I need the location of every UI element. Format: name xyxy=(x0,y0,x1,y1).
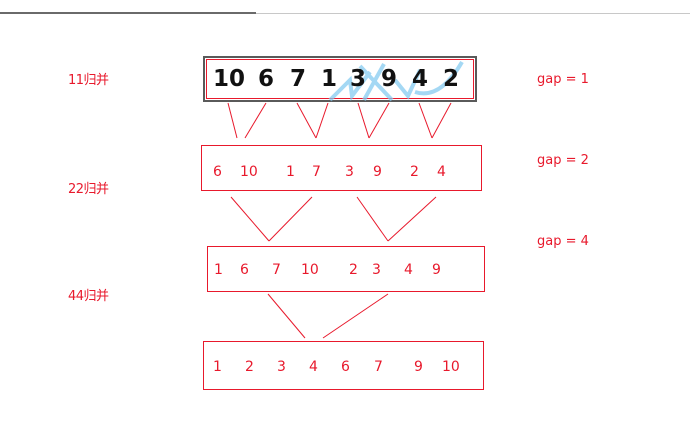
row1-box xyxy=(201,145,482,191)
row1-item: 4 xyxy=(437,164,446,180)
top-divider-dark xyxy=(0,12,256,14)
connector-line xyxy=(296,102,317,139)
label-merge-44: 44归并 xyxy=(68,289,109,304)
connector-line xyxy=(267,293,306,339)
label-gap-1: gap = 1 xyxy=(537,72,589,87)
connector-line xyxy=(227,102,238,139)
row3-item: 3 xyxy=(277,359,286,375)
row3-item: 2 xyxy=(245,359,254,375)
row2-item: 10 xyxy=(301,262,319,278)
row3-item: 4 xyxy=(309,359,318,375)
row3-item: 1 xyxy=(213,359,222,375)
row2-item: 9 xyxy=(432,262,441,278)
connector-line xyxy=(356,196,389,242)
connector-line xyxy=(315,102,329,139)
label-gap-2: gap = 2 xyxy=(537,153,589,168)
row1-item: 7 xyxy=(312,164,321,180)
connector-line xyxy=(431,102,452,139)
top-divider xyxy=(0,13,690,14)
row3-item: 10 xyxy=(442,359,460,375)
row3-item: 6 xyxy=(341,359,350,375)
connector-line xyxy=(418,102,433,139)
row2-item: 1 xyxy=(214,262,223,278)
row1-item: 9 xyxy=(373,164,382,180)
row3-box xyxy=(203,341,484,390)
connector-line xyxy=(230,196,270,242)
connector-line xyxy=(368,102,390,139)
connector-line xyxy=(244,102,267,139)
connector-line xyxy=(268,196,313,242)
row3-item: 9 xyxy=(414,359,423,375)
row1-item: 10 xyxy=(240,164,258,180)
row2-item: 6 xyxy=(240,262,249,278)
row2-item: 2 xyxy=(349,262,358,278)
connector-line xyxy=(357,102,370,139)
connector-line xyxy=(322,293,389,339)
label-gap-4: gap = 4 xyxy=(537,234,589,249)
row0-item: 10 xyxy=(213,66,246,92)
row1-item: 2 xyxy=(410,164,419,180)
row1-item: 1 xyxy=(286,164,295,180)
row0-item: 6 xyxy=(258,66,275,92)
row2-item: 7 xyxy=(272,262,281,278)
row0-item: 9 xyxy=(381,66,398,92)
label-merge-22: 22归并 xyxy=(68,182,109,197)
row0-item: 2 xyxy=(443,66,460,92)
row0-item: 7 xyxy=(290,66,307,92)
label-merge-11: 11归并 xyxy=(68,73,109,88)
row0-item: 1 xyxy=(321,66,338,92)
row1-item: 3 xyxy=(345,164,354,180)
row3-item: 7 xyxy=(374,359,383,375)
row0-item: 3 xyxy=(350,66,367,92)
row2-box xyxy=(207,246,485,292)
row2-item: 3 xyxy=(372,262,381,278)
row2-item: 4 xyxy=(404,262,413,278)
row0-item: 4 xyxy=(412,66,429,92)
connector-line xyxy=(387,196,437,242)
row1-item: 6 xyxy=(213,164,222,180)
